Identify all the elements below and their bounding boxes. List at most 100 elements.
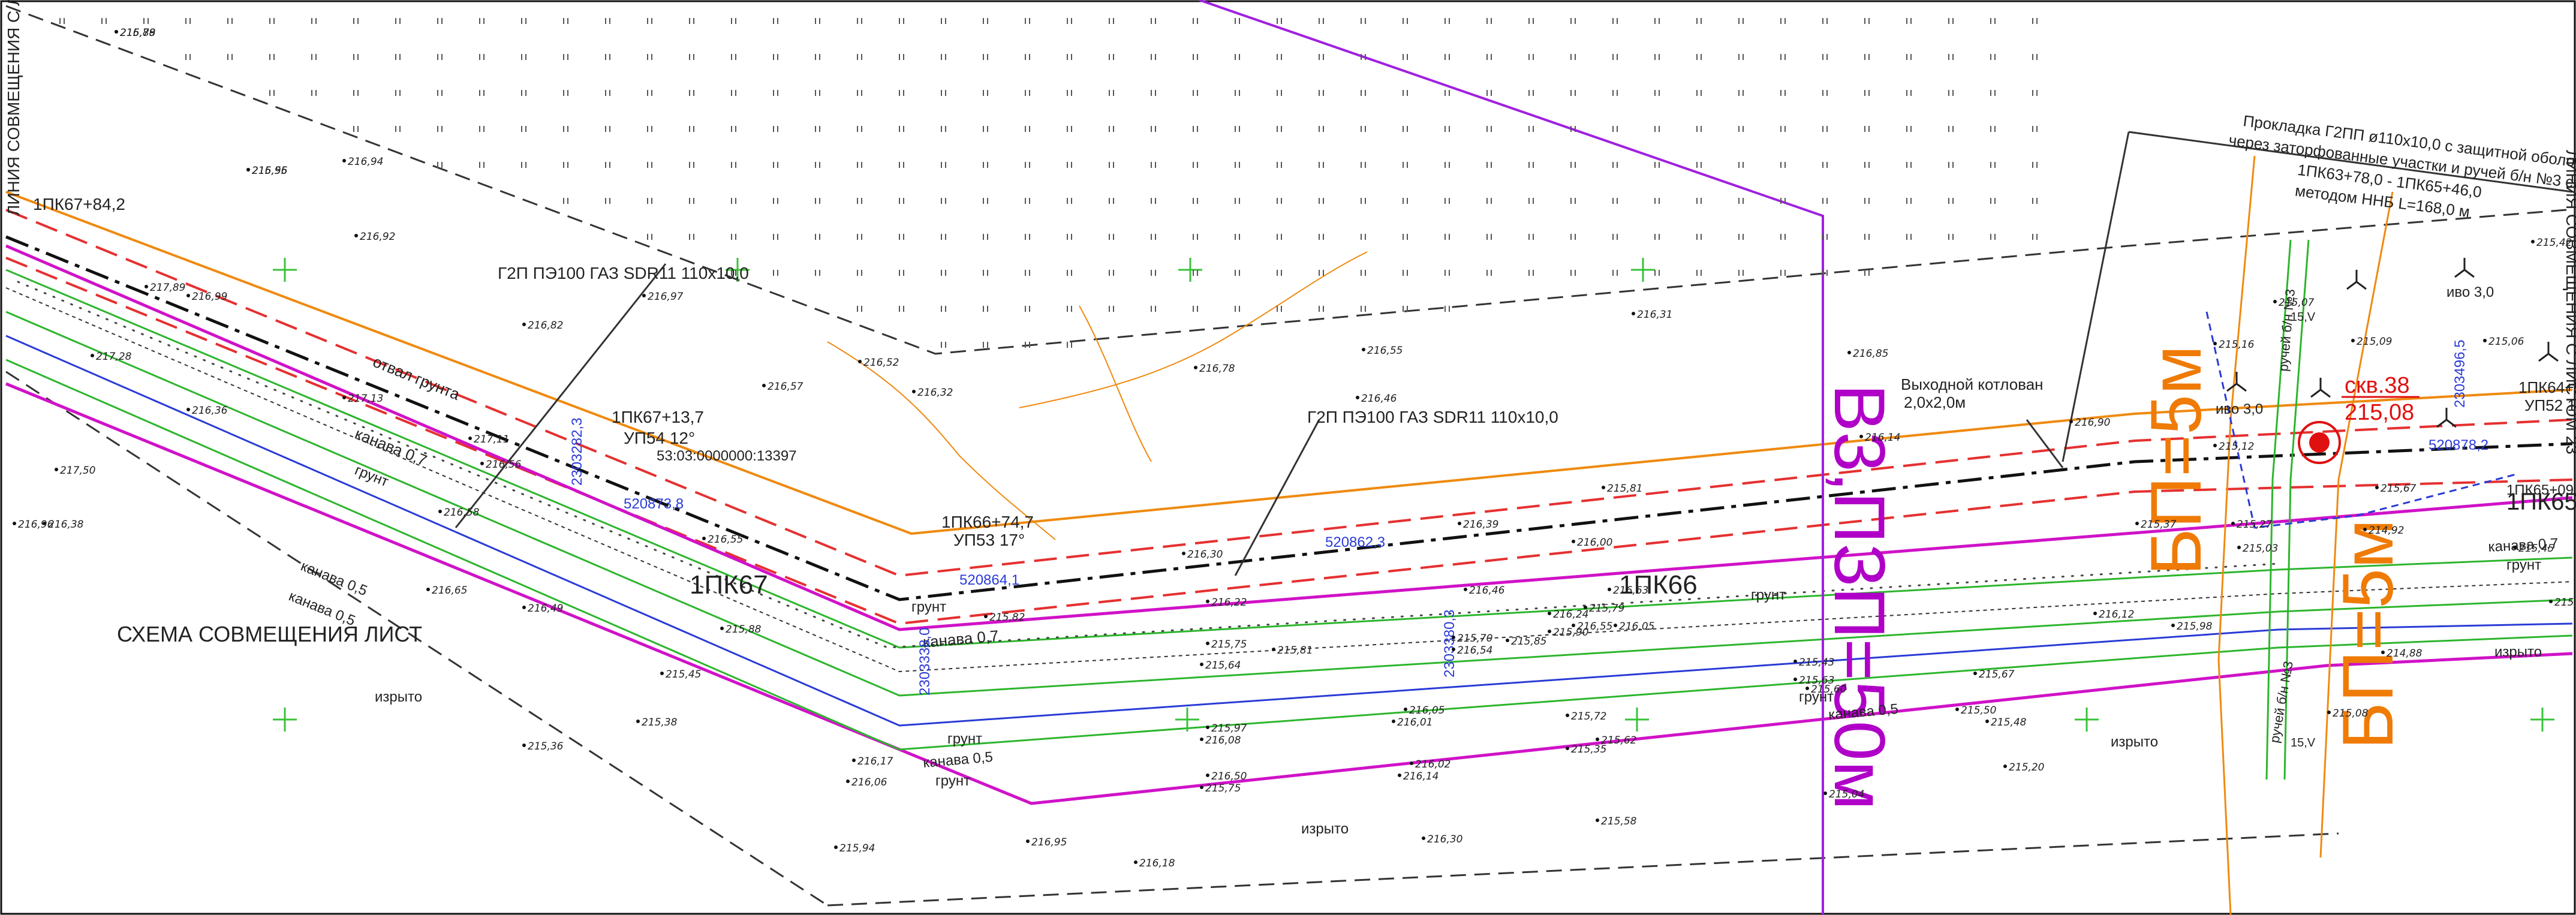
elevation-label: 215,85 xyxy=(1511,636,1546,648)
elevation-label: 216,05 xyxy=(1619,621,1654,633)
magenta-line-upper xyxy=(5,244,2573,631)
elevation-label: 216,99 xyxy=(192,291,227,303)
green-stream-line-2 xyxy=(2283,239,2310,780)
label-pk67-mark: 1ПК67 xyxy=(690,570,768,600)
elevation-label: 216,30 xyxy=(1187,549,1223,561)
elevation-point xyxy=(1584,606,1587,609)
elevation-point xyxy=(1793,660,1797,663)
contour-line-3 xyxy=(1079,305,1152,462)
zone-label-bp-2: БП=5м xyxy=(2328,519,2408,750)
elevation-point xyxy=(2237,546,2241,549)
elevation-label: 215,53 xyxy=(2554,597,2576,609)
label-pipe-spec-2: Г2П ПЭ100 ГАЗ SDR11 110х10,0 xyxy=(1307,408,1558,426)
elevation-point xyxy=(1608,588,1611,591)
coord-2303338: 2303338,0 xyxy=(917,628,933,696)
elevation-point xyxy=(846,779,850,783)
elevation-point xyxy=(2483,339,2487,342)
elevation-label: 216,14 xyxy=(1403,770,1439,782)
elevation-label: 217,11 xyxy=(474,434,509,446)
green-line-3 xyxy=(5,359,2573,751)
elevation-point xyxy=(1200,785,1203,789)
elevation-point xyxy=(115,30,118,34)
blue-line xyxy=(5,335,2573,727)
elevation-point xyxy=(1398,773,1401,777)
elevation-point xyxy=(1206,726,1209,729)
match-line-left: ЛИНИЯ СОВМЕЩЕНИЯ С ЛИСТОМ 23 xyxy=(4,0,23,216)
elevation-point xyxy=(2231,522,2235,525)
elevation-point xyxy=(1602,486,1605,489)
elevation-label: 215,06 xyxy=(2488,336,2524,348)
elevation-label: 215,60 xyxy=(1811,684,1846,696)
elevation-point xyxy=(1823,791,1827,795)
elevation-point xyxy=(1182,552,1185,555)
elevation-point xyxy=(1566,747,1569,750)
voltage-a: 15,V xyxy=(2291,311,2316,324)
tree-label-b: иво 3,0 xyxy=(2446,284,2494,300)
elevation-label: 216,82 xyxy=(528,320,563,332)
label-exit-pit-1: Выходной котлован xyxy=(1901,375,2044,393)
elevation-point xyxy=(1548,612,1551,615)
elevation-point xyxy=(1452,648,1455,651)
ditch-05-a: канава 0,5 xyxy=(299,558,369,600)
elevation-point xyxy=(1805,687,1809,690)
label-pk66-mark: 1ПК66 xyxy=(1619,570,1698,600)
elevation-point xyxy=(2327,711,2331,714)
label-cadastral: 53:03:0000000:13397 xyxy=(657,448,797,464)
green-line-1 xyxy=(5,269,2573,649)
elevation-label: 216,06 xyxy=(851,776,887,788)
leader-pipe-spec-1 xyxy=(455,263,667,528)
zone-label-b3: В3,ПЗП=50м xyxy=(1819,384,1900,810)
elevation-point xyxy=(2549,600,2553,603)
elevation-label: 216,55 xyxy=(708,534,743,546)
elevation-point xyxy=(720,627,724,630)
dug-c: изрыто xyxy=(2111,734,2158,750)
elevation-point xyxy=(762,384,766,387)
elevation-label: 216,46 xyxy=(1469,585,1505,597)
elevation-point xyxy=(1464,588,1467,591)
soil-c: грунт xyxy=(947,731,982,747)
elevation-point xyxy=(522,606,526,609)
elevation-point xyxy=(1026,839,1030,843)
coord-520864: 520864,1 xyxy=(959,572,1019,588)
elevation-point xyxy=(1392,720,1395,723)
elevation-point xyxy=(1548,630,1551,633)
elevation-point xyxy=(912,390,916,393)
elevation-label: 215,08 xyxy=(2333,708,2369,720)
soil-f: грунт xyxy=(1751,587,1786,603)
elevation-label: 216,46 xyxy=(1361,393,1397,405)
lower-boundary-line xyxy=(5,371,828,907)
elevation-point xyxy=(642,294,646,297)
elevation-label: 217,50 xyxy=(60,465,95,477)
elevation-label: 214,92 xyxy=(2369,525,2404,537)
elevation-label: 216,96 xyxy=(18,519,54,531)
elevation-point xyxy=(468,437,472,440)
green-line-2 xyxy=(5,311,2573,697)
elevation-label: 215,82 xyxy=(989,612,1025,624)
elevation-label: 216,57 xyxy=(768,381,804,393)
label-pk67-137: 1ПК67+13,7 xyxy=(612,408,704,426)
elevation-label: 216,95 xyxy=(252,165,287,177)
soil-e: грунт xyxy=(1799,689,1834,705)
elevation-point xyxy=(1596,818,1599,822)
elevation-label: 216,17 xyxy=(857,756,893,767)
elevation-point xyxy=(43,522,46,525)
elevation-label: 215,72 xyxy=(1571,711,1606,723)
elevation-label: 215,78 xyxy=(120,27,156,39)
elevation-point xyxy=(1206,642,1209,645)
elevation-label: 216,92 xyxy=(360,231,395,243)
elevation-point xyxy=(834,845,838,849)
elevation-label: 215,56 xyxy=(252,165,288,177)
elevation-label: 215,81 xyxy=(1277,645,1313,657)
elevation-point xyxy=(2003,764,2007,768)
elevation-point xyxy=(1200,663,1203,666)
elevation-label: 216,31 xyxy=(1637,309,1672,321)
elevation-point xyxy=(1272,648,1275,651)
elevation-point xyxy=(246,168,250,171)
elevation-label: 215,81 xyxy=(1607,483,1642,495)
elevation-label: 215,37 xyxy=(2141,519,2177,531)
elevation-label: 215,98 xyxy=(2177,621,2213,633)
zone-label-bp-1: БП=5м xyxy=(2136,345,2216,576)
elevation-label: 215,88 xyxy=(726,624,762,636)
elevation-point xyxy=(2171,624,2175,627)
soil-d: грунт xyxy=(935,773,970,789)
